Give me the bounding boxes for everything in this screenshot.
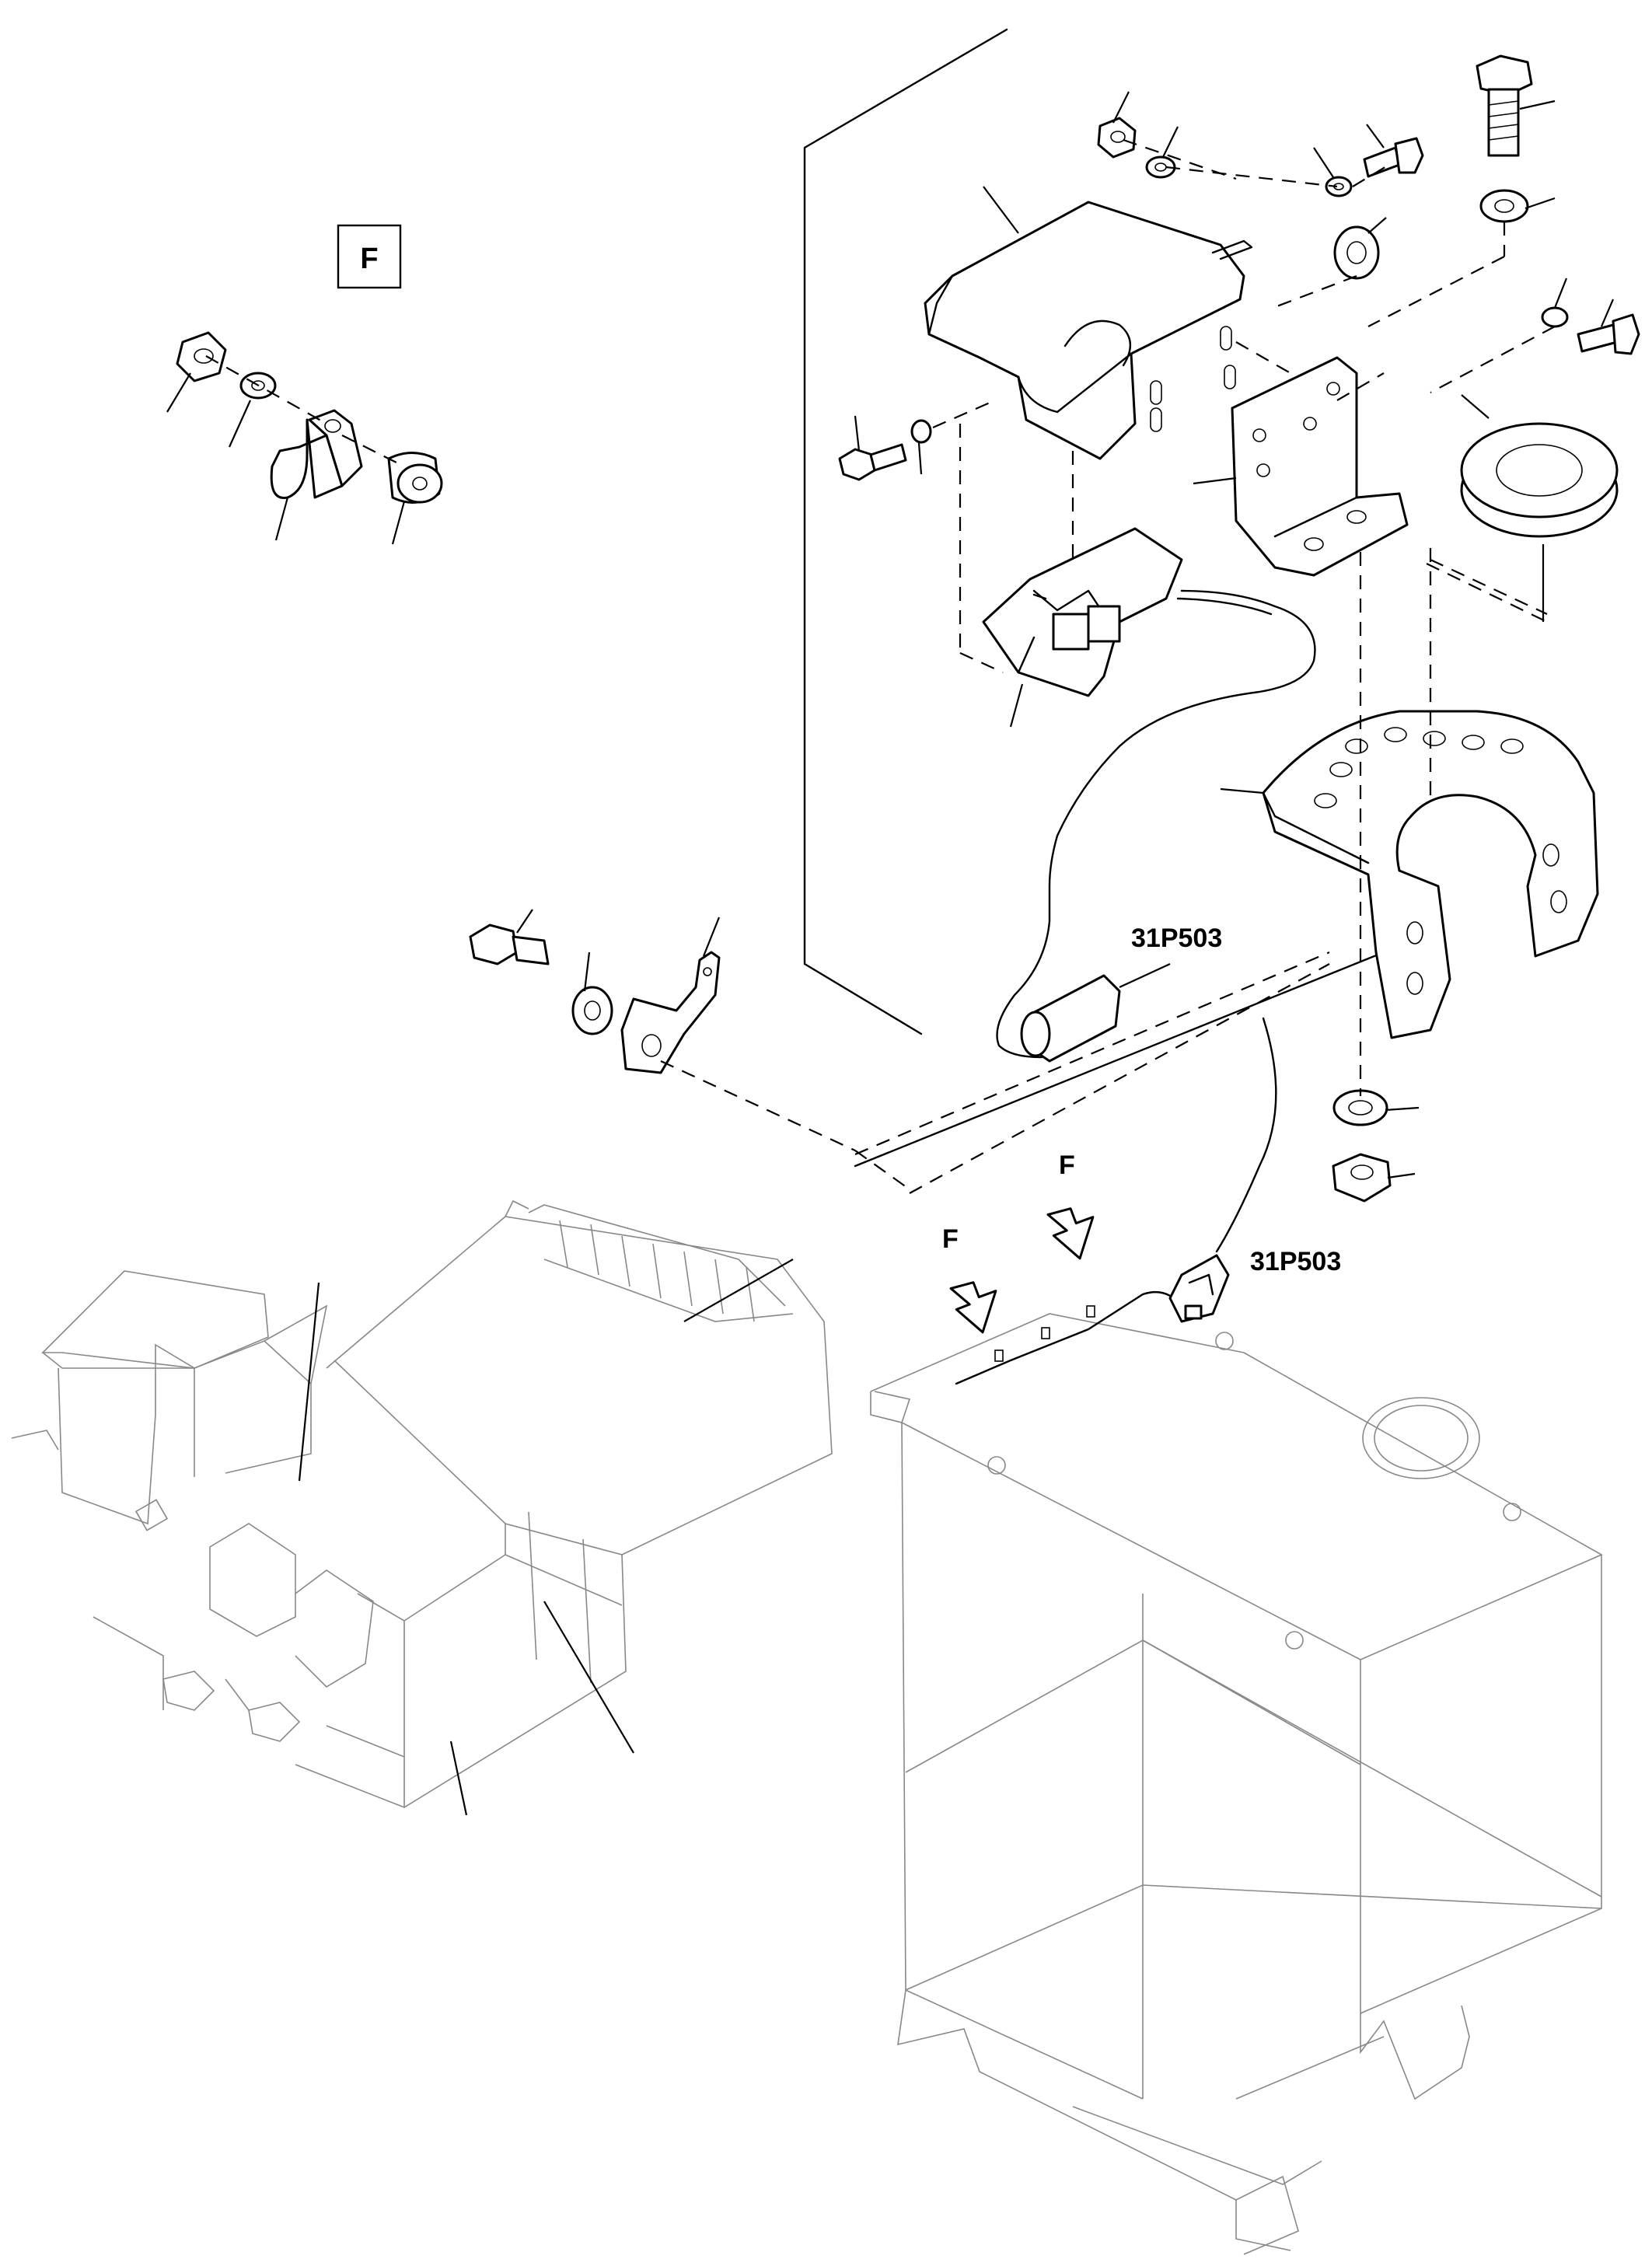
clip-spacer: [387, 452, 443, 545]
machine-overview: [11, 1199, 833, 1816]
hydraulic-tank: [870, 1313, 1603, 2255]
sensor-body: [982, 527, 1183, 728]
u-bracket: [1220, 710, 1599, 1039]
view-f-label-box: [337, 224, 402, 289]
arrow-marker-1-label: F: [942, 1224, 959, 1254]
lower-cable: [1215, 1017, 1277, 1253]
connector-label-lower: 31P503: [1250, 1247, 1341, 1276]
sensor-cover: [924, 186, 1253, 460]
detail-view-f: F: [166, 224, 443, 545]
arrow-marker-2-label: F: [1059, 1150, 1075, 1180]
connector-label-upper: 31P503: [1131, 924, 1222, 953]
angle-bracket: [1193, 356, 1409, 577]
view-f-label: F: [360, 243, 378, 275]
ground-strap: [469, 909, 721, 1074]
arrow-marker-1[interactable]: F: [942, 1224, 1005, 1337]
left-bolt: [838, 415, 932, 481]
tank-wiring: [955, 1254, 1230, 1385]
hardware-top: [1097, 54, 1640, 622]
arrow-marker-2[interactable]: F: [1046, 1150, 1102, 1263]
sensor-cable: [996, 589, 1316, 1059]
frame-outline: [803, 28, 1008, 1035]
connector-31p503-upper: 31P503: [1020, 924, 1222, 1063]
clip-nut: [166, 331, 227, 413]
p-clip: [270, 409, 363, 541]
hardware-bottom: [1332, 1089, 1420, 1203]
clip-washer: [228, 372, 277, 448]
